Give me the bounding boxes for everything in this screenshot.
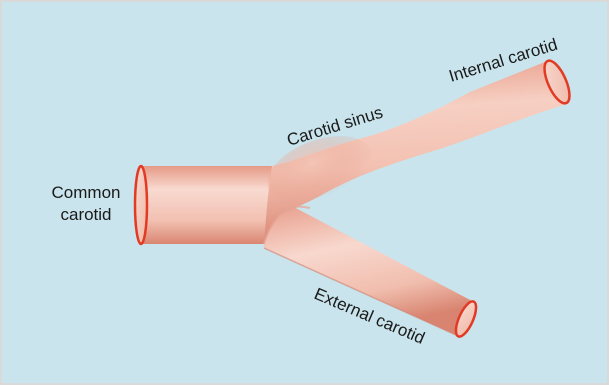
label-common-carotid-line1: Common: [52, 183, 121, 202]
label-common-carotid-line2: carotid: [60, 205, 111, 224]
common-carotid-shading: [141, 166, 272, 244]
common-carotid-opening: [135, 166, 147, 244]
